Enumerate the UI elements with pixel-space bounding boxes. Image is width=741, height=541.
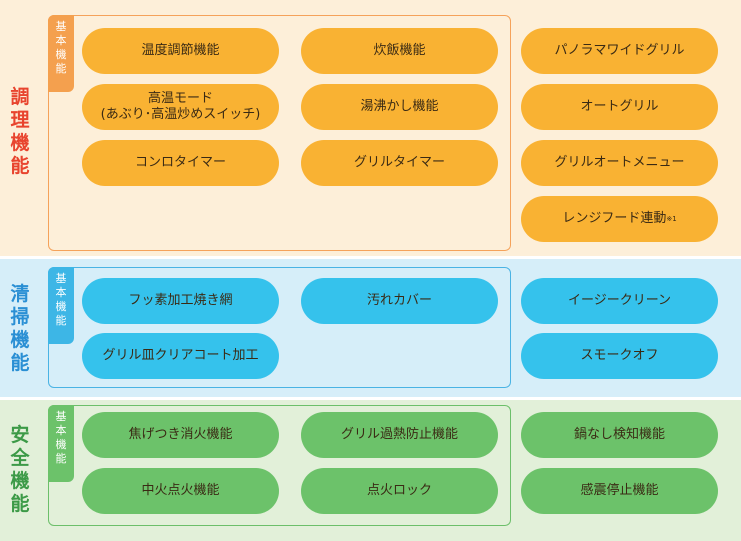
- safety-section-title: 安 全 機 能: [4, 420, 36, 520]
- range-hood-label: レンジフード連動: [562, 211, 667, 226]
- feature-range-hood-link: レンジフード連動※1: [521, 196, 718, 242]
- feature-rice-cooking: 炊飯機能: [301, 28, 498, 74]
- safety-title-char: 全: [10, 447, 30, 469]
- cooking-section: 調 理 機 能 基 本 機 能 温度調節機能 炊飯機能 高温モード (あぶり･高…: [0, 0, 741, 256]
- cleaning-title-char: 能: [10, 352, 30, 374]
- feature-temperature-control: 温度調節機能: [82, 28, 279, 74]
- cleaning-title-char: 清: [10, 283, 30, 305]
- cooking-basic-tag: 基 本 機 能: [48, 15, 74, 92]
- basic-tag-char: 本: [55, 34, 67, 47]
- cooking-title-char: 理: [10, 109, 30, 131]
- cooking-title-char: 機: [10, 132, 30, 154]
- feature-fluorine-grill-net: フッ素加工焼き網: [82, 278, 279, 324]
- basic-tag-char: 基: [55, 20, 67, 33]
- feature-ignition-lock: 点火ロック: [301, 468, 498, 514]
- basic-tag-char: 基: [55, 410, 67, 423]
- feature-high-temp-mode: 高温モード (あぶり･高温炒めスイッチ): [82, 84, 279, 130]
- cleaning-title-char: 機: [10, 329, 30, 351]
- safety-basic-tag: 基 本 機 能: [48, 405, 74, 482]
- feature-water-boiling: 湯沸かし機能: [301, 84, 498, 130]
- feature-panorama-wide-grill: パノラマワイドグリル: [521, 28, 718, 74]
- feature-grill-timer: グリルタイマー: [301, 140, 498, 186]
- feature-seismic-stop: 感震停止機能: [521, 468, 718, 514]
- footnote-mark: ※1: [666, 215, 677, 223]
- basic-tag-char: 能: [55, 62, 67, 75]
- feature-smoke-off: スモークオフ: [521, 333, 718, 379]
- basic-tag-char: 能: [55, 314, 67, 327]
- basic-tag-char: 本: [55, 286, 67, 299]
- cooking-title-char: 調: [10, 86, 30, 108]
- feature-easy-clean: イージークリーン: [521, 278, 718, 324]
- feature-auto-grill: オートグリル: [521, 84, 718, 130]
- safety-title-char: 安: [10, 424, 30, 446]
- feature-stove-timer: コンロタイマー: [82, 140, 279, 186]
- feature-scorch-extinguish: 焦げつき消火機能: [82, 412, 279, 458]
- cleaning-section-title: 清 掃 機 能: [4, 279, 36, 379]
- basic-tag-char: 機: [55, 300, 67, 313]
- safety-section: 安 全 機 能 基 本 機 能 焦げつき消火機能 グリル過熱防止機能 中火点火機…: [0, 400, 741, 541]
- feature-grill-overheat-prevention: グリル過熱防止機能: [301, 412, 498, 458]
- feature-medium-flame-ignition: 中火点火機能: [82, 468, 279, 514]
- basic-tag-char: 機: [55, 438, 67, 451]
- cleaning-title-char: 掃: [10, 306, 30, 328]
- basic-tag-char: 機: [55, 48, 67, 61]
- safety-title-char: 能: [10, 493, 30, 515]
- safety-title-char: 機: [10, 470, 30, 492]
- cooking-section-title: 調 理 機 能: [4, 82, 36, 182]
- cleaning-basic-tag: 基 本 機 能: [48, 267, 74, 344]
- basic-tag-char: 能: [55, 452, 67, 465]
- feature-grill-auto-menu: グリルオートメニュー: [521, 140, 718, 186]
- basic-tag-char: 基: [55, 272, 67, 285]
- basic-tag-char: 本: [55, 424, 67, 437]
- feature-dirt-cover: 汚れカバー: [301, 278, 498, 324]
- feature-no-pot-detection: 鍋なし検知機能: [521, 412, 718, 458]
- feature-grill-pan-clear-coat: グリル皿クリアコート加工: [82, 333, 279, 379]
- cooking-basic-box: [48, 15, 511, 251]
- cleaning-section: 清 掃 機 能 基 本 機 能 フッ素加工焼き網 汚れカバー グリル皿クリアコー…: [0, 259, 741, 397]
- cooking-title-char: 能: [10, 155, 30, 177]
